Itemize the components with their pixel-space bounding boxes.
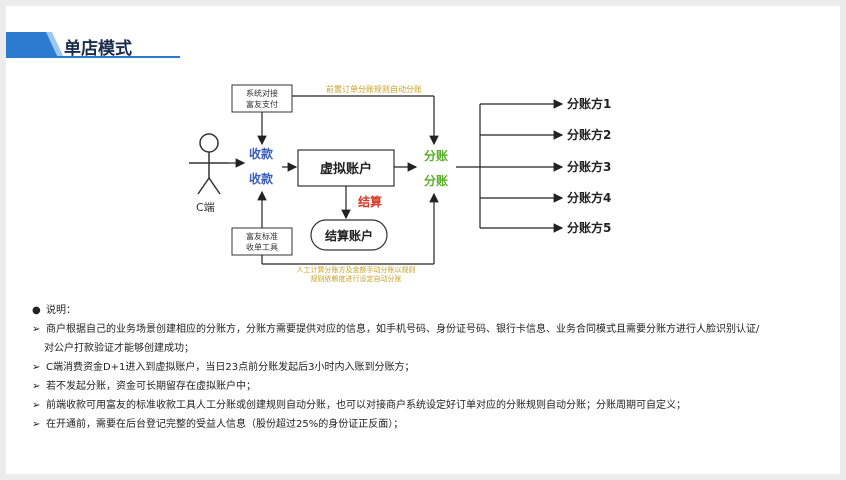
chevron-right-icon: ➢ bbox=[32, 324, 41, 335]
note-item: ➢ 商户根据自己的业务场景创建相应的分账方，分账方需要提供对应的信息，如手机号码、… bbox=[32, 320, 822, 339]
tool-box-line2: 收单工具 bbox=[246, 242, 278, 252]
note-text: 前端收款可用富友的标准收款工具人工分账或创建规则自动分账，也可以对接商户系统设定… bbox=[46, 400, 686, 411]
note-item: ➢ C端消费资金D+1进入到虚拟账户，当日23点前分账发起后3小时内入账到分账方； bbox=[32, 358, 822, 377]
note-item-continuation: 对公户打款验证才能够创建成功； bbox=[32, 339, 822, 358]
note-item: ➢ 前端收款可用富友的标准收款工具人工分账或创建规则自动分账，也可以对接商户系统设… bbox=[32, 396, 822, 415]
collection-tool-box bbox=[231, 227, 293, 256]
note-item: ➢ 若不发起分账，资金可长期留存在虚拟账户中； bbox=[32, 377, 822, 396]
title-banner bbox=[6, 32, 64, 58]
bottom-rule-note-line2: 规则依赖度进行设定自动分账 bbox=[311, 274, 402, 283]
notes-heading-row: ● 说明： bbox=[32, 301, 822, 320]
page-title: 单店模式 bbox=[64, 39, 132, 59]
notes-section: ● 说明： ➢ 商户根据自己的业务场景创建相应的分账方，分账方需要提供对应的信息，如… bbox=[32, 301, 822, 434]
note-text: 若不发起分账，资金可长期留存在虚拟账户中； bbox=[46, 381, 256, 392]
note-text: C端消费资金D+1进入到虚拟账户，当日23点前分账发起后3小时内入账到分账方； bbox=[46, 362, 415, 373]
recipient-2: 分账方2 bbox=[567, 127, 611, 142]
note-text: 在开通前，需要在后台登记完整的受益人信息（股份超过25%的身份证正反面）； bbox=[46, 419, 404, 430]
split-label-top: 分账 bbox=[424, 148, 448, 163]
chevron-right-icon: ➢ bbox=[32, 400, 41, 411]
chevron-right-icon: ➢ bbox=[32, 362, 41, 373]
top-rule-note: 前置订单分账规则自动分账 bbox=[326, 84, 422, 94]
note-text: 商户根据自己的业务场景创建相应的分账方，分账方需要提供对应的信息，如手机号码、身… bbox=[46, 324, 760, 335]
title-underline bbox=[56, 56, 180, 58]
bullet-dot-icon: ● bbox=[32, 305, 41, 316]
settle-label: 结算 bbox=[358, 194, 382, 209]
virtual-account-box bbox=[297, 149, 395, 187]
tool-box-line1: 富友标准 bbox=[246, 231, 278, 241]
chevron-right-icon: ➢ bbox=[32, 381, 41, 392]
settle-account-box bbox=[310, 219, 388, 251]
flow-diagram: C端 系统对接 富友支付 富友标准 收单工具 收款 收款 虚拟账户 结算 结算账… bbox=[189, 84, 611, 283]
customer-icon bbox=[189, 133, 229, 195]
recipient-4: 分账方4 bbox=[567, 190, 611, 205]
slide: 单店模式 C端 系统对接 富友支付 富友标准 收单工具 收款 bbox=[6, 6, 840, 474]
virtual-account-label: 虚拟账户 bbox=[320, 161, 372, 177]
customer-label: C端 bbox=[196, 201, 215, 214]
settle-account-label: 结算账户 bbox=[325, 228, 373, 243]
notes-heading: 说明： bbox=[46, 305, 76, 316]
system-box-line2: 富友支付 bbox=[246, 99, 278, 109]
split-label-bottom: 分账 bbox=[424, 173, 448, 188]
bottom-rule-note-line1: 人工计算分账方及金额手动分账以规则 bbox=[297, 265, 416, 274]
recipient-3: 分账方3 bbox=[567, 159, 611, 174]
recipient-5: 分账方5 bbox=[567, 220, 611, 235]
system-box-line1: 系统对接 bbox=[246, 88, 278, 98]
note-item: ➢ 在开通前，需要在后台登记完整的受益人信息（股份超过25%的身份证正反面）； bbox=[32, 415, 822, 434]
note-text: 对公户打款验证才能够创建成功； bbox=[44, 343, 194, 354]
recipient-1: 分账方1 bbox=[567, 96, 611, 111]
collect-label-bottom: 收款 bbox=[249, 171, 274, 186]
chevron-right-icon: ➢ bbox=[32, 419, 41, 430]
collect-label-top: 收款 bbox=[249, 146, 274, 161]
system-payment-box bbox=[231, 84, 293, 113]
